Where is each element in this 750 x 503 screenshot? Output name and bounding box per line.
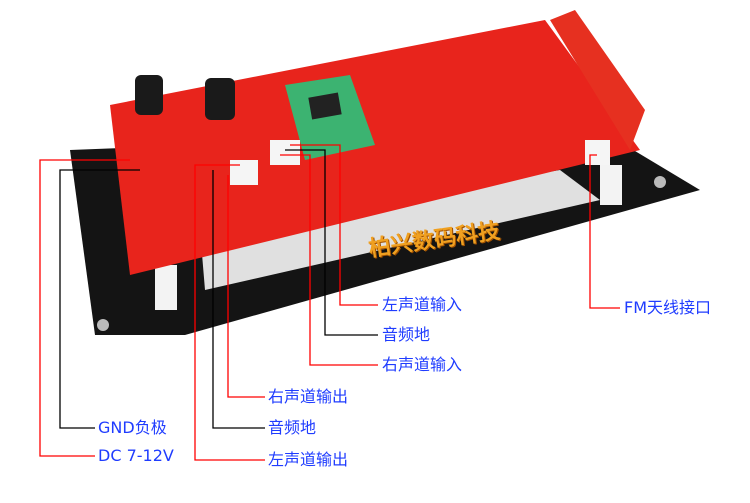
fm-leader-line xyxy=(589,154,620,309)
display-panel xyxy=(200,170,600,290)
label-left-input: 左声道输入 xyxy=(382,295,463,314)
green-module xyxy=(285,75,375,160)
mount-hole xyxy=(654,176,666,188)
connector xyxy=(270,140,300,165)
right-output-leader-line xyxy=(227,175,265,398)
gnd-leader-line xyxy=(59,169,140,429)
standoff xyxy=(600,165,622,205)
dc-leader-line xyxy=(39,159,130,457)
capacitor xyxy=(135,75,163,115)
label-dc: DC 7-12V xyxy=(98,446,174,465)
ground-output-leader-line xyxy=(212,170,265,429)
capacitor xyxy=(205,78,235,120)
left-input-leader-line xyxy=(290,144,378,306)
right-input-leader-line xyxy=(280,154,378,366)
label-fm-antenna: FM天线接口 xyxy=(624,298,712,317)
antenna-board xyxy=(550,10,645,150)
red-pcb xyxy=(110,20,640,275)
label-right-input: 右声道输入 xyxy=(382,355,463,374)
connector xyxy=(585,140,610,165)
ground-input-leader-line xyxy=(285,149,378,336)
label-audio-ground-input: 音频地 xyxy=(382,325,431,344)
label-gnd: GND负极 xyxy=(98,418,167,437)
label-left-output: 左声道输出 xyxy=(268,450,349,469)
label-right-output: 右声道输出 xyxy=(268,387,349,406)
standoff xyxy=(155,265,177,310)
label-audio-ground-output: 音频地 xyxy=(268,418,317,437)
connector xyxy=(230,160,258,185)
left-output-leader-line xyxy=(194,164,265,461)
chip xyxy=(308,92,342,120)
mount-hole xyxy=(97,319,109,331)
